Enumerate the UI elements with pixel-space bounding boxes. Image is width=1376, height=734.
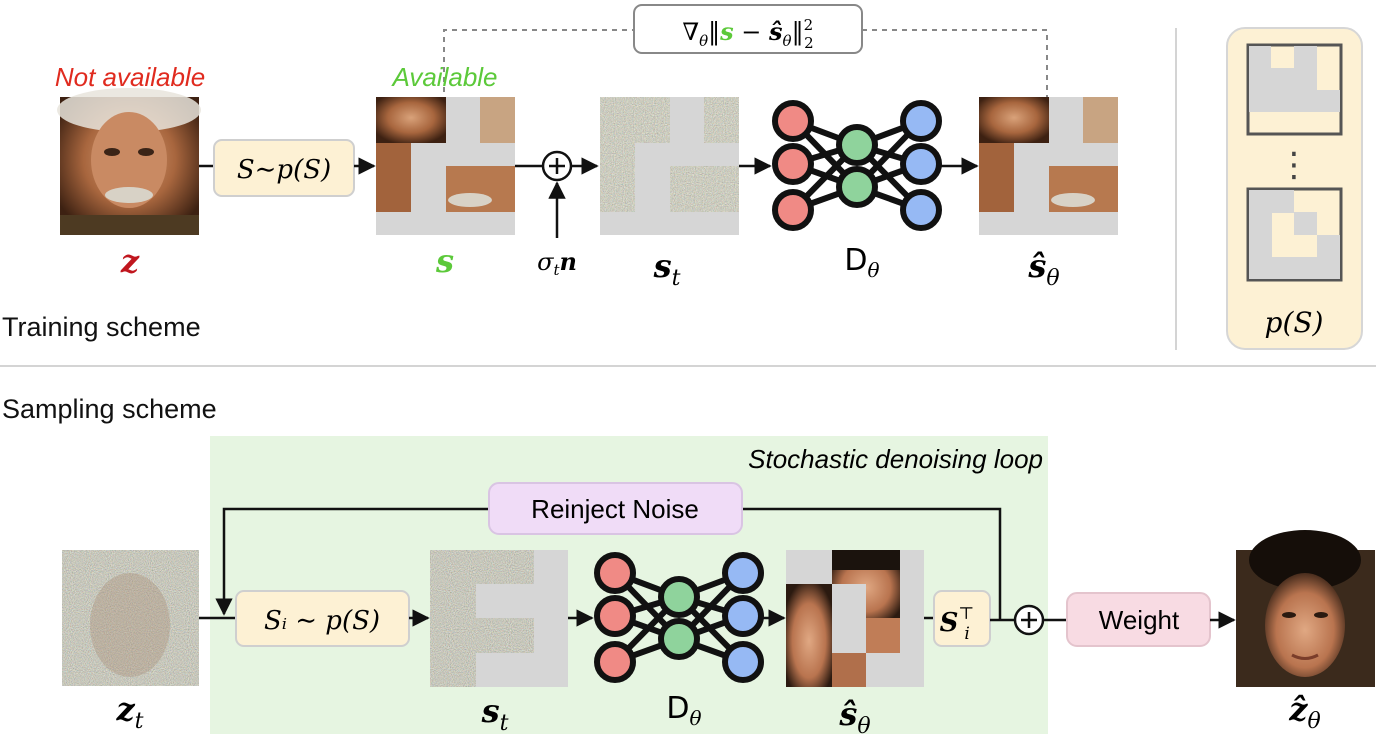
label-shat-train: ŝθ [1027, 247, 1059, 291]
plus-circle-icon-sampling [1013, 604, 1045, 636]
sample-mask-box-train [213, 139, 355, 197]
reinject-noise-label: Reinject Noise [531, 494, 699, 524]
label-zt: zt [115, 690, 143, 734]
label-st-sampling: st [481, 692, 509, 734]
plus-circle-icon [541, 150, 573, 182]
label-z: z [120, 242, 140, 280]
noisy-masked-image-st [600, 97, 739, 235]
noise-image-zt [62, 550, 199, 686]
available-label: Available [390, 62, 497, 92]
label-D-sampling: Dθ [666, 691, 701, 730]
label-st-train: st [653, 247, 681, 291]
label-zhat: ẑθ [1288, 690, 1320, 734]
transpose-box [933, 590, 991, 647]
sample-mask-text-sampling: Sᵢ ∼ p(S) [264, 606, 380, 636]
mask-example-2 [1246, 187, 1343, 282]
masked-image-s [376, 97, 515, 235]
loss-box [633, 4, 863, 54]
reinject-noise-box [488, 482, 743, 535]
denoised-image-shat-train [979, 97, 1118, 235]
mask-distribution-label: p(S) [1265, 306, 1324, 339]
transpose-text: S⊤i [940, 604, 975, 644]
sampling-heading: Sampling scheme [2, 394, 217, 424]
weight-label: Weight [1099, 605, 1180, 635]
vdots: ⋮ [1277, 145, 1311, 185]
loss-connector-dashed [443, 29, 1048, 97]
sample-mask-text-train: S∼p(S) [237, 155, 331, 185]
neural-network-icon-sampling [594, 552, 764, 683]
noisy-masked-image-st-sampling [430, 550, 568, 687]
label-shat-sampling: ŝθ [838, 695, 870, 734]
label-s: s [435, 242, 454, 280]
clean-image-z [57, 88, 201, 235]
output-portrait-image [1236, 530, 1375, 687]
not-available-label: Not available [55, 62, 205, 92]
reinject-loop-line [224, 507, 1002, 620]
noise-label: σtn [537, 247, 577, 279]
loop-title: Stochastic denoising loop [748, 444, 1043, 474]
neural-network-icon-train [772, 100, 942, 231]
denoised-image-shat-sampling [786, 550, 924, 687]
label-D-train: Dθ [844, 243, 879, 282]
mask-example-1 [1246, 43, 1343, 136]
training-heading: Training scheme [2, 312, 201, 342]
